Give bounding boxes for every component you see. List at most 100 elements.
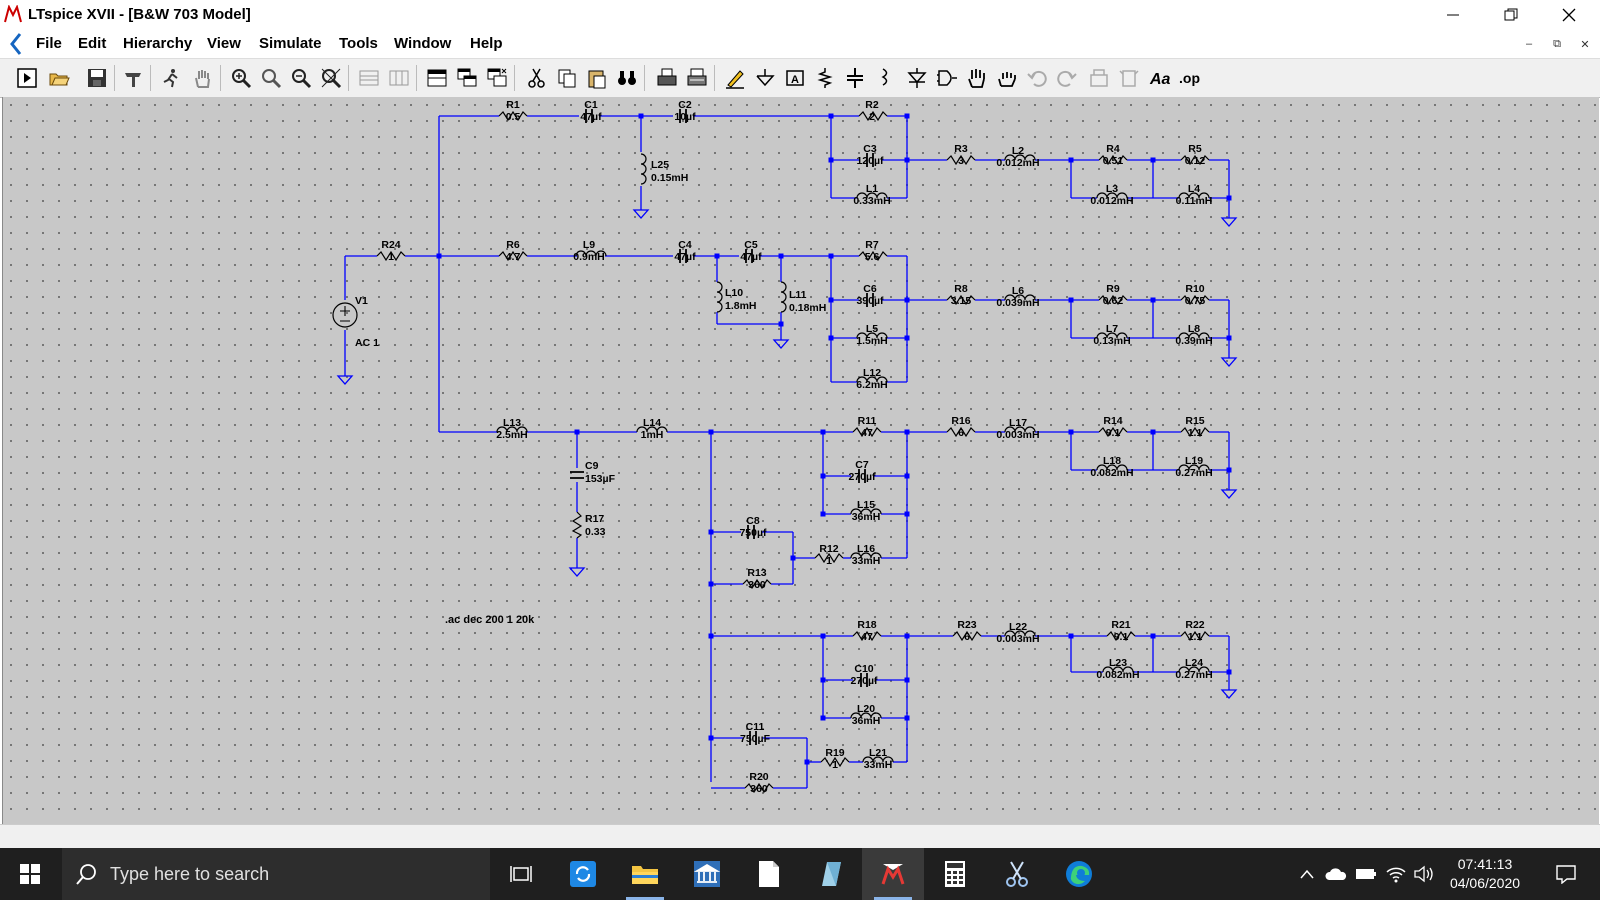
spice-directive-button[interactable]: .op — [1176, 65, 1202, 91]
cascade-button[interactable] — [454, 65, 480, 91]
taskbar-ltspice[interactable] — [862, 848, 924, 900]
paste-button[interactable] — [584, 65, 610, 91]
new-schematic-button[interactable] — [14, 65, 40, 91]
start-button[interactable] — [0, 848, 60, 900]
taskbar-editor[interactable] — [800, 848, 862, 900]
close-button[interactable] — [1540, 0, 1598, 30]
component-l2[interactable]: L20.012mH — [996, 145, 1039, 169]
taskbar-notepad[interactable] — [738, 848, 800, 900]
taskbar-bank-app[interactable] — [676, 848, 738, 900]
open-button[interactable] — [46, 65, 72, 91]
component-l6[interactable]: L60.039mH — [996, 285, 1039, 309]
component-r6[interactable]: R64.7 — [498, 239, 528, 263]
menu-file[interactable]: File — [36, 35, 62, 52]
component-l8[interactable]: L80.39mH — [1175, 323, 1212, 347]
component-r5[interactable]: R50.12 — [1180, 143, 1210, 167]
component-r2[interactable]: R22 — [858, 99, 888, 123]
copy-button[interactable] — [554, 65, 580, 91]
component-l4[interactable]: L40.11mH — [1176, 183, 1213, 207]
run-button[interactable] — [158, 65, 184, 91]
tile-vertical-button[interactable] — [386, 65, 412, 91]
volume-tray[interactable] — [1410, 848, 1438, 900]
taskbar-edge[interactable] — [1048, 848, 1110, 900]
menu-window[interactable]: Window — [394, 35, 452, 52]
print-button[interactable] — [654, 65, 680, 91]
component-l3[interactable]: L30.012mH — [1090, 183, 1133, 207]
move-button[interactable] — [964, 65, 990, 91]
component-r4[interactable]: R40.51 — [1098, 143, 1128, 167]
redo-button[interactable] — [1054, 65, 1080, 91]
print-setup-button[interactable] — [684, 65, 710, 91]
drag-button[interactable] — [994, 65, 1020, 91]
find-button[interactable] — [614, 65, 640, 91]
zoom-out-button[interactable] — [288, 65, 314, 91]
horizontal-split-button[interactable] — [424, 65, 450, 91]
component-r7[interactable]: R75.6 — [858, 239, 888, 263]
component-l7[interactable]: L70.13mH — [1093, 323, 1130, 347]
doc-minimize-button[interactable]: – — [1525, 38, 1533, 50]
tray-overflow-button[interactable] — [1296, 848, 1318, 900]
minimize-button[interactable] — [1424, 0, 1482, 30]
place-inductor-button[interactable] — [872, 65, 898, 91]
taskbar-search[interactable]: Type here to search — [62, 848, 490, 900]
horizontal-scrollbar[interactable] — [0, 824, 1600, 849]
arrange-icons-button[interactable] — [484, 65, 510, 91]
place-ground-button[interactable] — [752, 65, 778, 91]
task-view-button[interactable] — [490, 848, 552, 900]
schematic-doc-icon[interactable] — [6, 32, 26, 56]
text-button[interactable]: Aa — [1146, 65, 1172, 91]
place-capacitor-button[interactable] — [842, 65, 868, 91]
component-l9[interactable]: L90.9mH — [573, 239, 607, 263]
rotate-button[interactable] — [1086, 65, 1112, 91]
component-r9[interactable]: R90.62 — [1098, 283, 1128, 307]
components[interactable]: R10.5C147µfC210µfR22L250.15mHC3120µfL10.… — [332, 99, 1213, 795]
zoom-fit-button[interactable] — [318, 65, 344, 91]
battery-tray[interactable] — [1352, 848, 1380, 900]
zoom-in-button[interactable] — [228, 65, 254, 91]
place-diode-button[interactable] — [904, 65, 930, 91]
halt-button[interactable] — [190, 65, 216, 91]
menu-help[interactable]: Help — [470, 35, 503, 52]
component-r1[interactable]: R10.5 — [498, 99, 528, 123]
schematic[interactable]: R10.5C147µfC210µfR22L250.15mHC3120µfL10.… — [3, 97, 1599, 824]
control-panel-button[interactable] — [120, 65, 146, 91]
menu-edit[interactable]: Edit — [78, 35, 107, 52]
place-label-button[interactable]: A — [782, 65, 808, 91]
undo-button[interactable] — [1024, 65, 1050, 91]
component-r8[interactable]: R83.15 — [946, 283, 976, 307]
component-r3[interactable]: R33 — [946, 143, 976, 167]
component-l1[interactable]: L10.33mH — [853, 183, 890, 207]
mirror-button[interactable] — [1116, 65, 1142, 91]
tile-horizontal-button[interactable] — [356, 65, 382, 91]
